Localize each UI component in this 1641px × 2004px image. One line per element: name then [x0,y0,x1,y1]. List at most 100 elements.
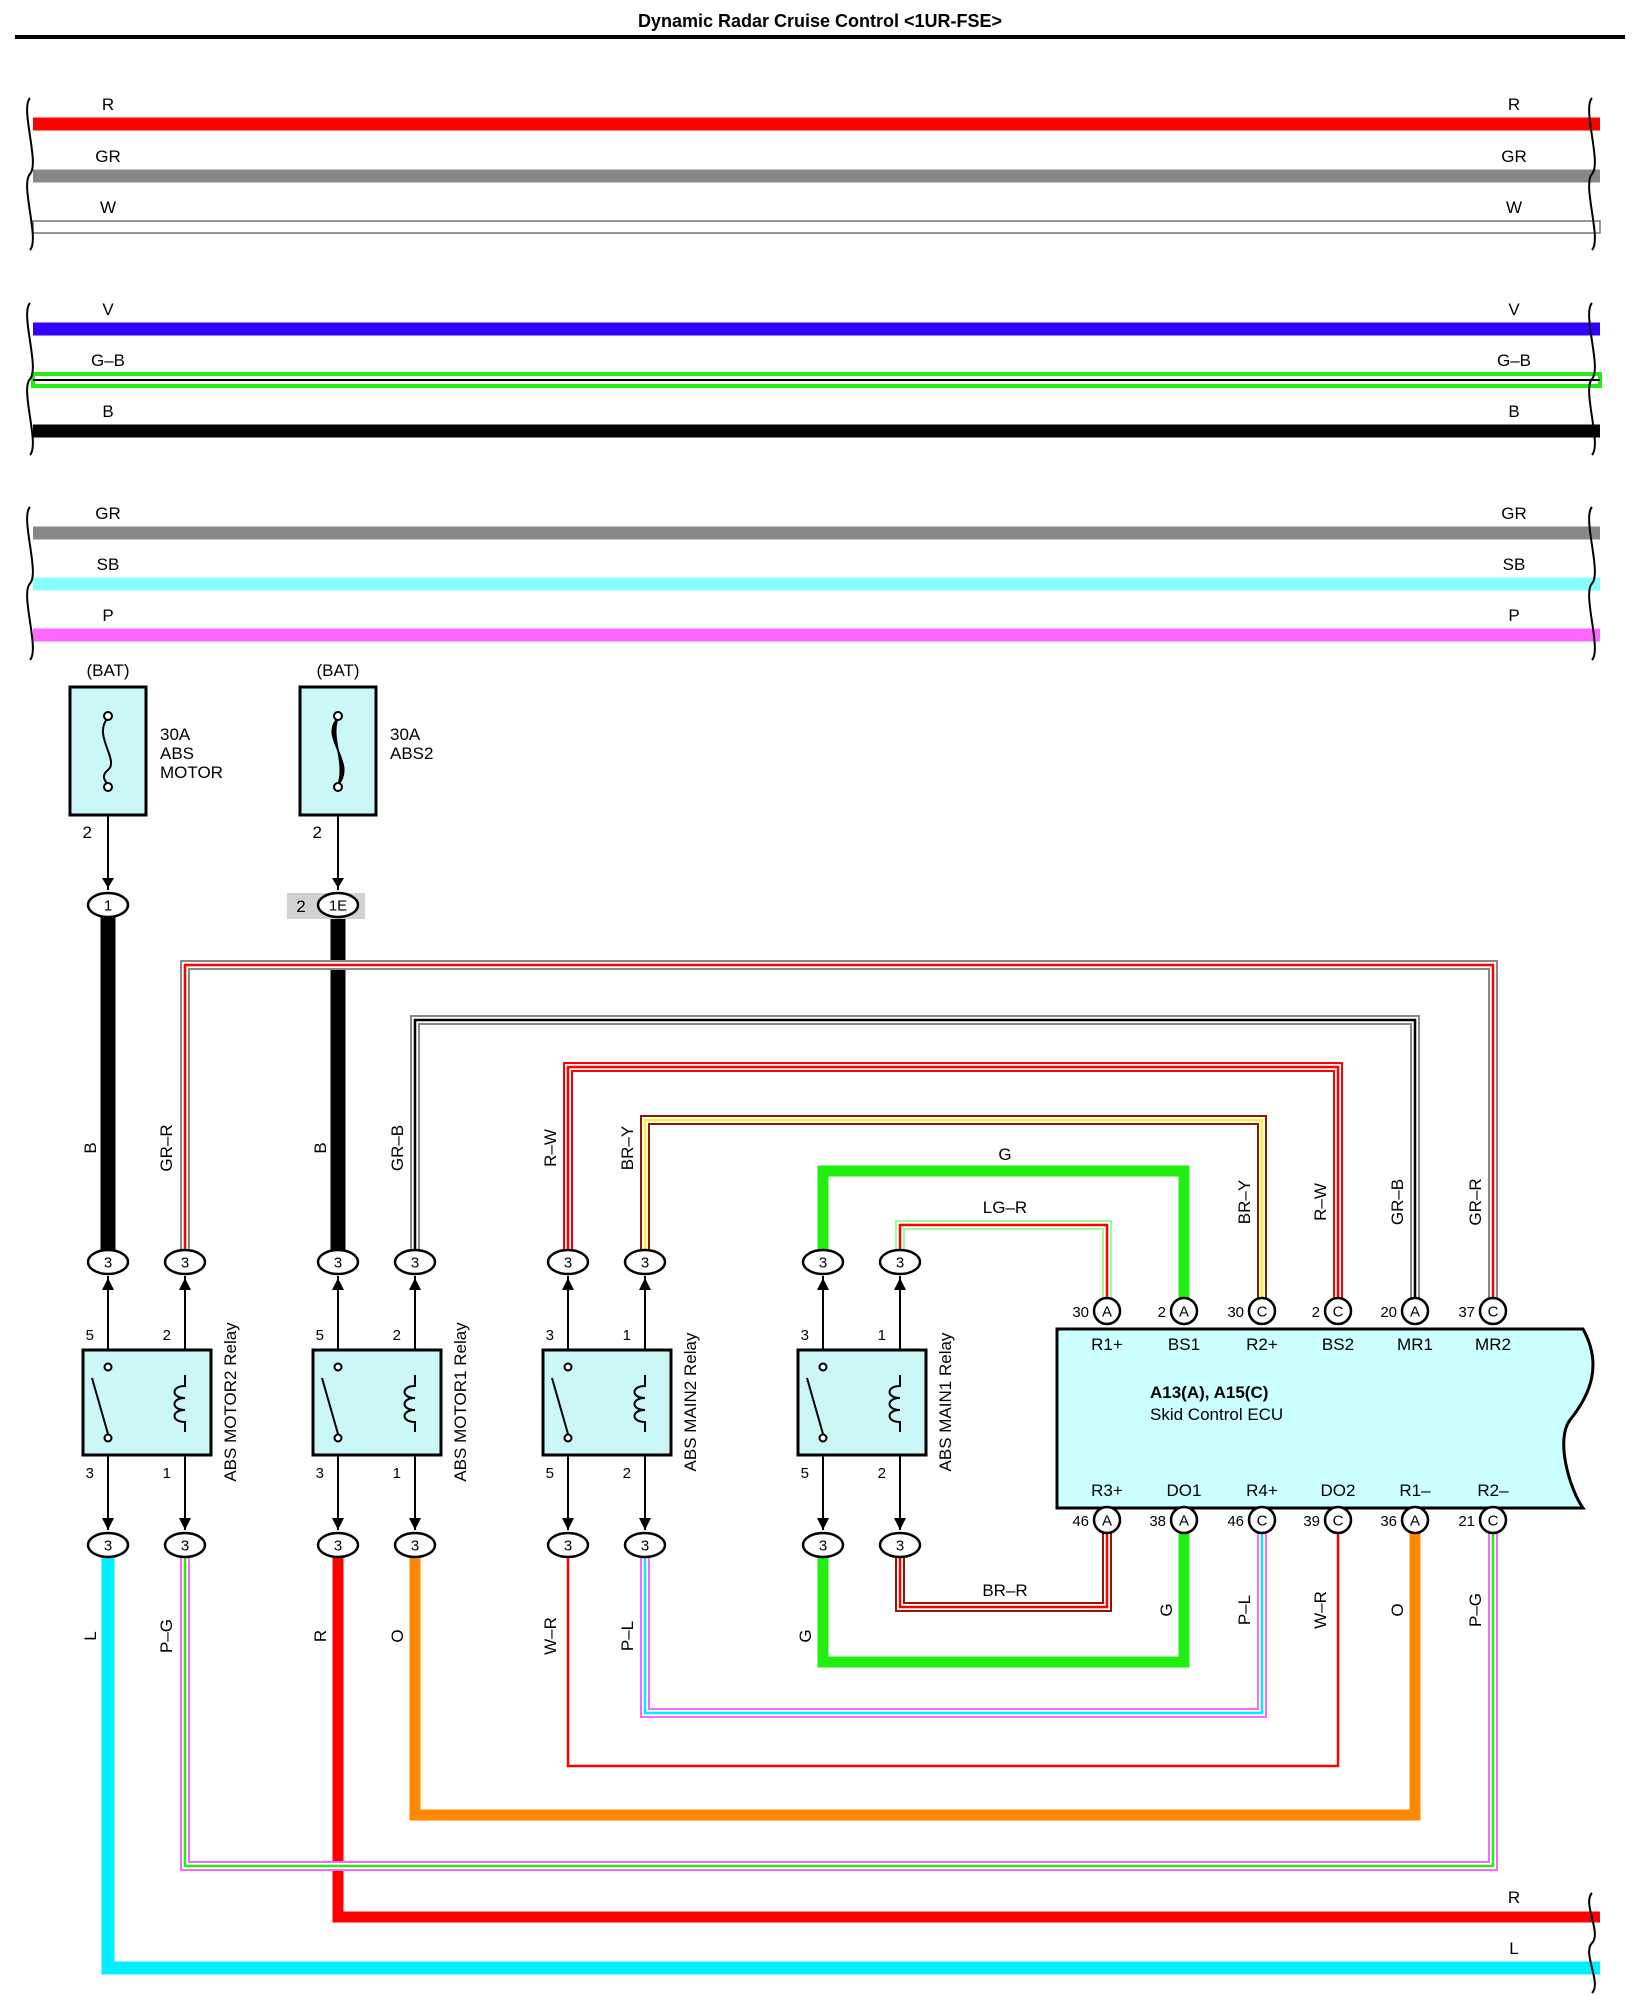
wire-label-g: G [796,1629,815,1642]
ecu-terminal-name: BS1 [1168,1335,1200,1354]
wire-label-left: W [100,198,116,217]
relay-box [541,1348,673,1457]
ecu-connector-top [1092,1296,1122,1326]
arrow-icon [817,1278,829,1290]
fuse-rating: 30A [160,725,191,744]
ecu-connector-top [1400,1296,1430,1326]
fuse-element-icon [334,717,342,786]
relay-connector-bottom-label: 3 [641,1538,649,1555]
ecu-terminal-name: R2– [1477,1481,1509,1500]
wire-label-p-l: P–L [1235,1595,1254,1625]
fuse-terminal-icon [103,782,113,792]
relay-switch-icon [91,1377,109,1435]
wire-p-g-stripe [183,1520,1495,1868]
relay-connector-top [393,1248,437,1276]
arrow-icon [179,1518,191,1530]
ecu-name: Skid Control ECU [1150,1405,1283,1424]
arrow-icon [639,1518,651,1530]
fuse-terminal-icon [103,711,113,721]
connector-1e [316,891,360,919]
relay-connector-top-label: 3 [819,1255,827,1272]
relay-pin-number: 1 [623,1327,631,1344]
ecu-pin-number: 20 [1380,1304,1397,1321]
wire-label-right: R [1508,95,1520,114]
bundle-break-right [1588,97,1596,251]
relay-pin-number: 3 [316,1465,324,1482]
relay-connector-bottom-label: 3 [564,1538,572,1555]
wire-label-l: L [1509,1939,1518,1958]
relay-connector-bottom [878,1531,922,1559]
wire-label-gr-r: GR–R [157,1124,176,1171]
wire-o [409,1520,1421,1821]
wire-label-right: W [1506,198,1522,217]
wire-label-o: O [388,1629,407,1642]
ecu-pin-number: 2 [1312,1304,1320,1321]
relay-box [796,1348,928,1457]
bundle-break-right [1588,506,1596,661]
relay-name: ABS MOTOR1 Relay [451,1322,470,1482]
relay-connector-top [316,1248,360,1276]
wire-label-o: O [1388,1603,1407,1616]
relay-connector-bottom [623,1531,667,1559]
wire-label-r: R [1508,1888,1520,1907]
wire-w-r-stripe [566,1520,1340,1768]
arrow-icon [639,1278,651,1290]
ecu-connector-letter: A [1102,1304,1112,1321]
wire-label-r: R [311,1630,330,1642]
wire-label-left: P [102,606,113,625]
relay-connector-bottom [86,1531,130,1559]
wire-r-w-gap [565,1064,1341,1311]
ecu-terminal-name: MR1 [1397,1335,1433,1354]
arrow-icon [102,1278,114,1290]
wire-label-p-g: P–G [157,1619,176,1653]
arrow-icon [894,1518,906,1530]
arrow-icon [409,1278,421,1290]
fuse-rating: 30A [390,725,421,744]
fuse-pin-number: 2 [83,823,92,842]
relay-connector-bottom [316,1531,360,1559]
arrow-icon [102,878,114,888]
arrow-icon [562,1278,574,1290]
wire-label-br-y: BR–Y [618,1126,637,1170]
ecu-connector-letter: C [1257,1513,1268,1530]
ecu-pin-number: 30 [1072,1304,1089,1321]
wire-label-gr-b: GR–B [1388,1179,1407,1225]
relay-connector-top [86,1248,130,1276]
ecu-pin-number: 38 [1149,1513,1166,1530]
ecu-connector-top [1169,1296,1199,1326]
fuse-source-label: (BAT) [316,661,359,680]
ecu-connector-top [1478,1296,1508,1326]
relay-connector-top [163,1248,207,1276]
ecu-connector-bottom [1400,1505,1430,1535]
arrow-icon [179,1278,191,1290]
relay-pin-number: 3 [801,1327,809,1344]
ecu-connector-bottom [1247,1505,1277,1535]
connector-1-label: 1 [104,898,112,915]
arrow-icon [102,1518,114,1530]
wire-br-r-stripe [898,1520,1109,1609]
relay-connector-top-label: 3 [564,1255,572,1272]
ecu-connector-letter: C [1488,1304,1499,1321]
ecu-terminal-name: DO2 [1321,1481,1356,1500]
ecu-connector-letter: A [1179,1304,1189,1321]
wire-label-left: R [102,95,114,114]
ecu-pin-number: 39 [1303,1513,1320,1530]
wire-r-w-stripe [566,1065,1340,1311]
relay-pin-number: 1 [163,1465,171,1482]
wire-lg-r-stripe [898,1223,1109,1311]
connector-1e-label: 1E [329,898,347,915]
arrow-icon [817,1518,829,1530]
connector-pin-number: 2 [296,897,305,916]
relay-connector-bottom-label: 3 [104,1538,112,1555]
wire-label-b: B [311,1142,330,1153]
ecu-terminal-name: R2+ [1246,1335,1278,1354]
relay-coil-icon [633,1375,646,1432]
wire-br-y [640,1115,1267,1311]
wire-label-left: SB [97,555,120,574]
fuse-element-icon [101,717,112,786]
fuse-pin-number: 2 [313,823,322,842]
wire-label-br-y: BR–Y [1235,1180,1254,1224]
relay-connector-bottom-label: 3 [181,1538,189,1555]
